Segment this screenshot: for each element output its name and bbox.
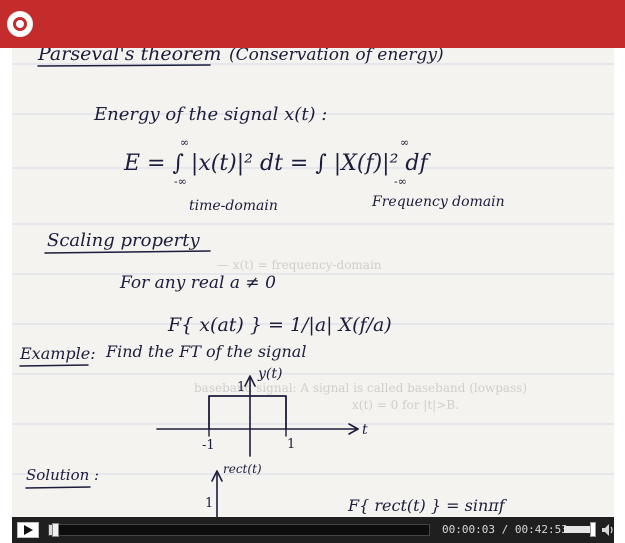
header-bar [0, 0, 625, 48]
scaling-heading: Scaling property [47, 230, 200, 251]
graph-neg-label: -1 [202, 438, 215, 453]
player-controls: 00:00:03 / 00:42:53 [12, 517, 614, 543]
play-icon [23, 525, 33, 535]
play-button[interactable] [17, 522, 39, 538]
seek-handle[interactable] [52, 523, 59, 537]
graph-pos-label: 1 [287, 437, 295, 452]
svg-text:∞: ∞ [180, 136, 189, 149]
energy-label: Energy of the signal x(t) : [93, 104, 327, 125]
logo-icon [7, 11, 33, 37]
scaling-equation: F{ x(at) } = 1/|a| X(f/a) [167, 314, 392, 336]
solution-label: Solution : [26, 466, 99, 484]
svg-text:-∞: -∞ [394, 175, 407, 188]
svg-text:∞: ∞ [400, 136, 409, 149]
notebook-frame: — x(t) = frequency-domain baseband signa… [12, 48, 614, 517]
svg-text:x(t) = 0 for |t|>B.: x(t) = 0 for |t|>B. [352, 398, 459, 412]
solution-tail-text: F{ rect(t) } = sinπf [347, 496, 508, 515]
heading-note-text: (Conservation of energy) [229, 48, 444, 65]
heading-text: Parseval's theorem [37, 48, 221, 65]
graph-ylabel: y(t) [257, 366, 282, 382]
solution-one-label: 1 [205, 496, 213, 511]
volume-slider[interactable] [564, 526, 592, 533]
svg-text:-∞: -∞ [174, 175, 187, 188]
svg-text:baseband signal: A signal is c: baseband signal: A signal is called base… [194, 381, 527, 395]
speaker-icon[interactable] [602, 523, 614, 537]
duration: 00:42:53 [514, 523, 568, 536]
seek-bar[interactable] [48, 523, 430, 537]
graph-one-label: 1 [237, 380, 245, 395]
time-display: 00:00:03 / 00:42:53 [442, 523, 568, 536]
volume-handle[interactable] [590, 522, 596, 537]
graph-t-label: t [362, 422, 368, 438]
example-text: Find the FT of the signal [105, 342, 306, 361]
svg-text:— x(t) = frequency-domain: — x(t) = frequency-domain [217, 258, 382, 272]
rect-pulse-graph [156, 375, 359, 457]
video-area[interactable]: — x(t) = frequency-domain baseband signa… [12, 48, 614, 517]
freq-domain-label: Frequency domain [371, 194, 505, 210]
example-label: Example: [19, 344, 96, 363]
rect-label: rect(t) [223, 462, 262, 476]
time-domain-label: time-domain [189, 198, 278, 214]
scaling-condition: For any real a ≠ 0 [119, 273, 276, 293]
current-time: 00:00:03 [442, 523, 495, 536]
energy-equation: E = ∫ |x(t)|² dt = ∫ |X(f)|² df [123, 151, 431, 176]
